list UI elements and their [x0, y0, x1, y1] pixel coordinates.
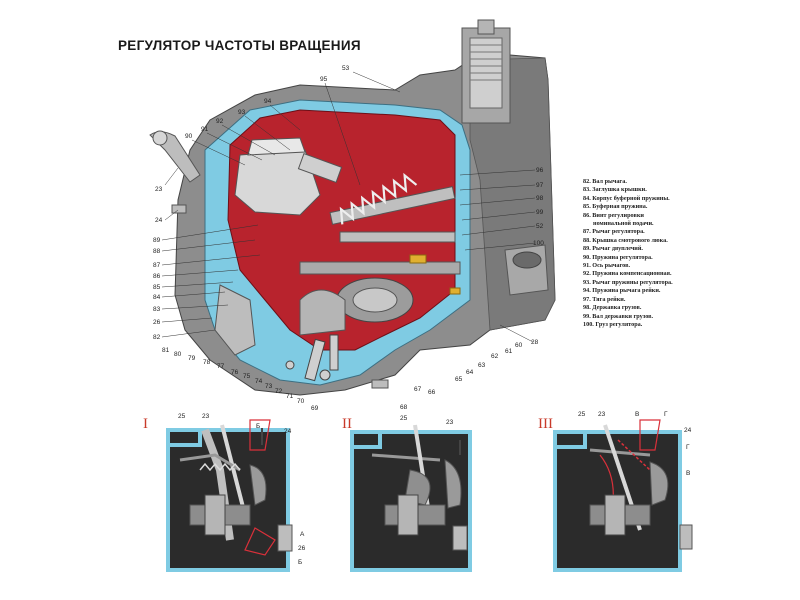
callout-78: 78	[203, 359, 211, 366]
callout-81: 81	[162, 347, 170, 354]
legend-item: 89. Рычаг двуплечий.	[583, 245, 643, 253]
callout-89: 89	[153, 237, 161, 244]
legend-item: 92. Пружина компенсационная.	[583, 270, 672, 278]
legend-item: 93. Рычаг пружины регулятора.	[583, 278, 673, 286]
svg-text:25: 25	[400, 415, 408, 422]
detail-panel-2: II	[342, 416, 472, 572]
detail-numeral-3: III	[538, 416, 553, 432]
legend-item: 84. Корпус буферной пружины.	[583, 194, 670, 202]
callout-97: 97	[536, 182, 544, 189]
svg-text:23: 23	[598, 411, 606, 418]
callout-79: 79	[188, 355, 196, 362]
svg-text:Г: Г	[686, 444, 690, 451]
callout-95: 95	[320, 76, 328, 83]
svg-text:25: 25	[178, 413, 186, 420]
main-callouts	[161, 71, 536, 343]
diagram-title: РЕГУЛЯТОР ЧАСТОТЫ ВРАЩЕНИЯ	[118, 38, 361, 53]
legend-item: 91. Ось рычагов.	[583, 262, 630, 270]
callout-98: 98	[536, 195, 544, 202]
callout-93: 93	[238, 109, 246, 116]
callout-60: 60	[515, 342, 523, 349]
rack-rod	[329, 186, 456, 225]
detail-1-labels: 25 23 Б 24 А 26 Б	[178, 413, 306, 566]
detail-2-labels: 25 23	[400, 415, 454, 426]
legend-item: 94. Пружина рычага рейки.	[583, 287, 661, 295]
callout-85: 85	[153, 284, 161, 291]
callout-84: 84	[153, 294, 161, 301]
detail-3-labels: 25 23 В Г 24 Г В	[578, 411, 692, 477]
callout-83: 83	[153, 306, 161, 313]
callout-100: 100	[533, 240, 544, 247]
legend-item: 98. Державка грузов.	[583, 304, 642, 312]
legend-item: номинальной подачи.	[593, 220, 654, 228]
callout-63: 63	[478, 362, 486, 369]
main-cutaway	[149, 19, 556, 396]
svg-text:24: 24	[684, 427, 692, 434]
callout-69: 69	[311, 405, 319, 412]
main-callout-numbers: 53 95 94 93 92 91 90 23 24 89 88 87 86 8…	[153, 65, 544, 412]
callout-77: 77	[217, 363, 225, 370]
callout-73: 73	[265, 383, 273, 390]
callout-52: 52	[536, 223, 544, 230]
callout-65: 65	[455, 376, 463, 383]
callout-96: 96	[536, 167, 544, 174]
callout-76: 76	[231, 369, 239, 376]
callout-62: 62	[491, 353, 499, 360]
callout-67: 67	[414, 386, 422, 393]
legend-item: 88. Крышка смотрового люка.	[583, 236, 668, 244]
callout-61: 61	[505, 348, 513, 355]
callout-53: 53	[342, 65, 350, 72]
svg-text:25: 25	[578, 411, 586, 418]
legend-item: 86. Винт регулировки	[583, 211, 644, 219]
svg-text:А: А	[300, 531, 305, 538]
legend-item: 85. Буферная пружина.	[583, 203, 648, 211]
callout-92: 92	[216, 118, 224, 125]
callout-88: 88	[153, 248, 161, 255]
svg-text:В: В	[686, 470, 690, 477]
svg-text:26: 26	[298, 545, 306, 552]
callout-99: 99	[536, 209, 544, 216]
callout-72: 72	[275, 388, 283, 395]
legend-item: 90. Пружина регулятора.	[583, 253, 653, 261]
parts-legend: 82. Вал рычага. 83. Заглушка крышки. 84.…	[583, 178, 673, 329]
callout-91: 91	[201, 126, 209, 133]
svg-text:23: 23	[446, 419, 454, 426]
callout-87: 87	[153, 262, 161, 269]
callout-64: 64	[466, 369, 474, 376]
legend-item: 83. Заглушка крышки.	[583, 186, 647, 194]
detail-numeral-2: II	[342, 416, 352, 432]
callout-68: 68	[400, 404, 408, 411]
callout-90: 90	[185, 133, 193, 140]
callout-75: 75	[243, 373, 251, 380]
svg-text:Г: Г	[664, 411, 668, 418]
callout-74: 74	[255, 378, 263, 385]
callout-71: 71	[286, 393, 294, 400]
callout-82: 82	[153, 334, 161, 341]
svg-text:Б: Б	[298, 559, 302, 566]
detail-panel-1: I	[143, 416, 293, 572]
callout-28: 28	[531, 339, 539, 346]
callout-86: 86	[153, 273, 161, 280]
detail-numeral-1: I	[143, 416, 148, 432]
legend-item: 97. Тяга рейки.	[583, 295, 626, 303]
callout-94: 94	[264, 98, 272, 105]
svg-text:24: 24	[284, 428, 292, 435]
legend-item: 100. Груз регулятора.	[583, 320, 643, 328]
callout-70: 70	[297, 398, 305, 405]
svg-text:В: В	[635, 411, 639, 418]
callout-23: 23	[155, 186, 163, 193]
legend-item: 87. Рычаг регулятора.	[583, 228, 645, 236]
callout-80: 80	[174, 351, 182, 358]
callout-66: 66	[428, 389, 436, 396]
callout-26: 26	[153, 319, 161, 326]
detail-panel-3: III	[538, 416, 693, 572]
legend-item: 99. Вал державки грузов.	[583, 312, 654, 320]
legend-item: 82. Вал рычага.	[583, 178, 627, 185]
svg-text:Б: Б	[256, 423, 260, 430]
svg-text:23: 23	[202, 413, 210, 420]
regulator-spring	[339, 172, 418, 225]
callout-24: 24	[155, 217, 163, 224]
